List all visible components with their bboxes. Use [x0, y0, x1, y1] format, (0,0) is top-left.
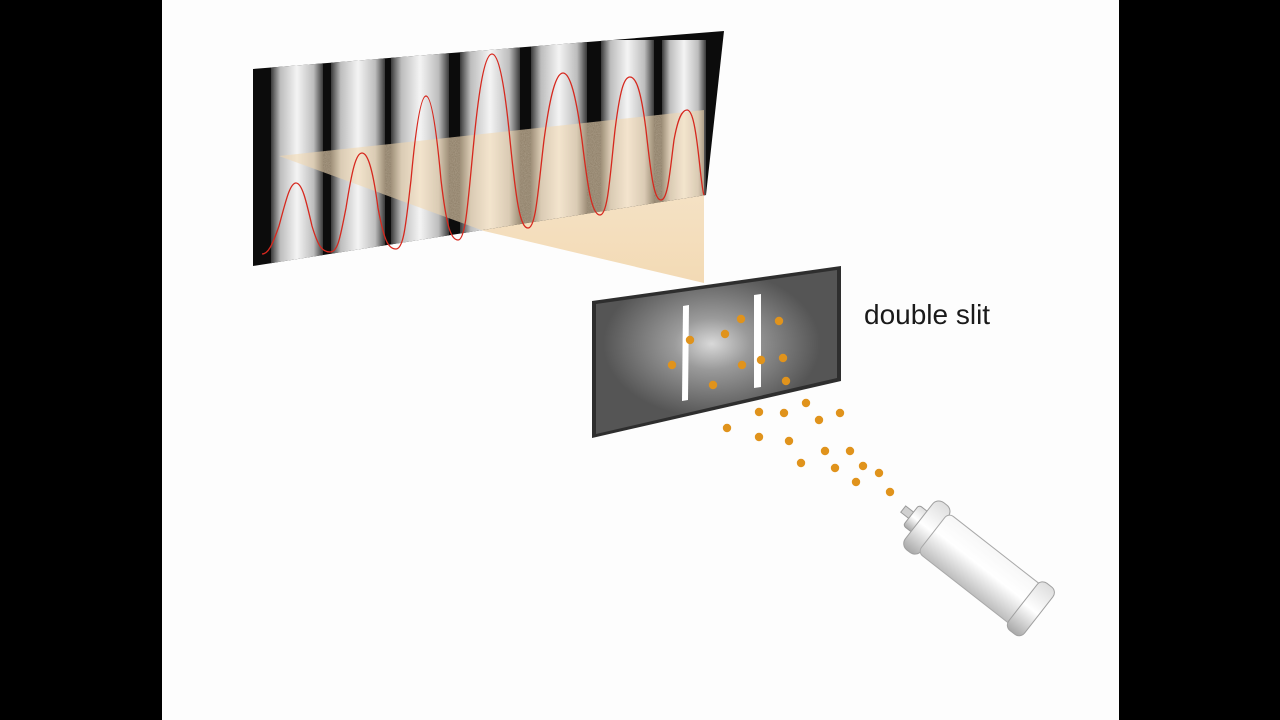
particle — [737, 360, 747, 370]
particle — [774, 316, 784, 326]
particle — [845, 446, 855, 456]
letterbox-left — [0, 0, 162, 720]
particle — [756, 355, 766, 365]
particles-on-plate — [667, 314, 791, 390]
intensity-curve — [261, 53, 705, 255]
particle — [722, 423, 732, 433]
particle — [667, 360, 677, 370]
particle — [708, 380, 718, 390]
particle — [820, 446, 830, 456]
particle — [736, 314, 746, 324]
particle — [685, 335, 695, 345]
particle — [874, 468, 884, 478]
slit-right — [754, 294, 761, 388]
particle — [754, 432, 764, 442]
particle — [830, 463, 840, 473]
particle — [858, 461, 868, 471]
particle — [801, 398, 811, 408]
particle — [720, 329, 730, 339]
double-slit-plate — [592, 266, 841, 438]
particle — [781, 376, 791, 386]
particle — [754, 407, 764, 417]
particle — [851, 477, 861, 487]
particle — [778, 353, 788, 363]
double-slit-label: double slit — [864, 299, 991, 330]
letterbox-right — [1119, 0, 1280, 720]
particle — [835, 408, 845, 418]
particle — [814, 415, 824, 425]
slit-left — [682, 305, 689, 401]
particle-gun-icon — [900, 500, 1055, 637]
particle — [885, 487, 895, 497]
particle — [796, 458, 806, 468]
particle — [779, 408, 789, 418]
particle — [784, 436, 794, 446]
particle-stream — [722, 398, 895, 497]
